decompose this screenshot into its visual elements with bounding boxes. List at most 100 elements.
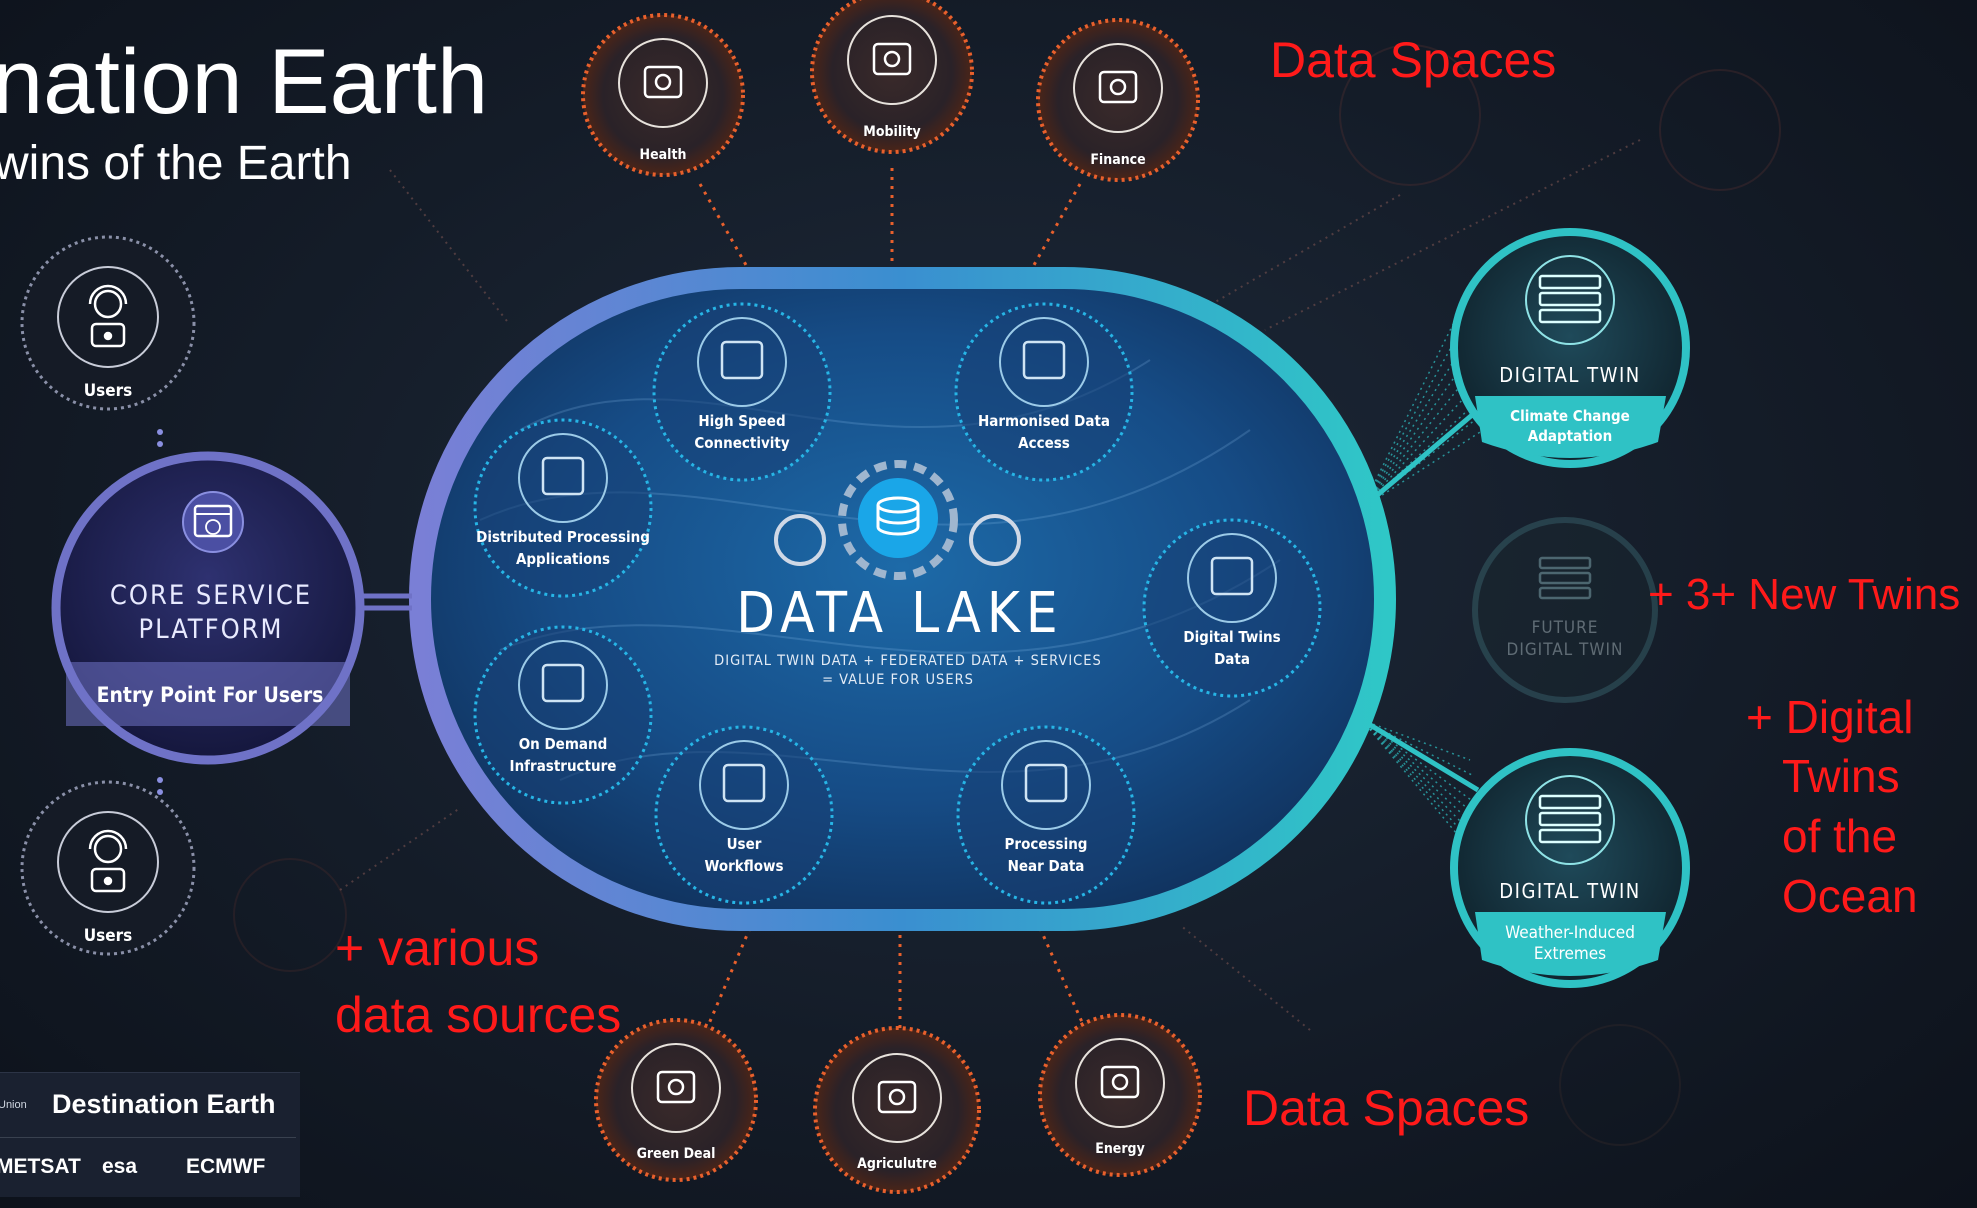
data-space-node[interactable]: Energy (1038, 1013, 1202, 1177)
data-lake-title: DATA LAKE (736, 581, 1063, 646)
server-icon (1538, 794, 1602, 844)
annotation-data-spaces-top: Data Spaces (1270, 32, 1557, 88)
users-links (157, 429, 163, 795)
data-space-node[interactable]: Mobility (810, 0, 974, 154)
background-decor (233, 44, 1781, 1146)
headset-user-icon (88, 829, 128, 893)
users-label: Users (84, 926, 133, 946)
medical-bag-icon (643, 65, 683, 99)
lake-service-label: Infrastructure (510, 757, 617, 775)
users-label: Users (84, 381, 133, 401)
logo-brand: Destination Earth (52, 1089, 276, 1119)
platform-title-2: PLATFORM (138, 614, 283, 645)
lake-service-label: Applications (516, 550, 610, 568)
lake-service-label: On Demand (519, 735, 608, 753)
plants-icon (877, 1080, 917, 1114)
annotation-sources-2: data sources (335, 987, 622, 1043)
logo-esa: esa (102, 1155, 138, 1178)
twin-title: DIGITAL TWIN (1499, 363, 1640, 387)
sliders-icon (722, 763, 766, 803)
lake-service-label: Data (1214, 650, 1250, 668)
connectors (698, 168, 1092, 1050)
location-pin-icon (1024, 763, 1068, 803)
lake-service-label: Near Data (1008, 857, 1085, 875)
server-icon (1538, 274, 1602, 324)
globe-hands-icon (656, 1070, 696, 1104)
annotation-sources-1: + various (335, 920, 540, 976)
faint-arrows (339, 139, 1641, 1031)
twin-title: DIGITAL TWIN (1499, 879, 1640, 903)
logo-eumetsat: METSAT (0, 1155, 81, 1178)
users-node[interactable]: Users (20, 780, 196, 956)
twin-subtitle-1: Weather-Induced (1505, 923, 1635, 943)
annotation-data-spaces-bottom: Data Spaces (1243, 1080, 1530, 1136)
lake-service-label: Distributed Processing (476, 528, 650, 546)
data-space-node[interactable]: Health (581, 13, 745, 177)
platform-title-1: CORE SERVICE (110, 580, 312, 611)
lake-service-label: High Speed (698, 412, 785, 430)
annotation-ocean-2: Twins (1782, 750, 1900, 802)
credit-card-icon (1098, 70, 1138, 104)
lock-gear-icon (1022, 340, 1066, 380)
database-gear-icon (774, 460, 1021, 580)
data-space-label: Green Deal (637, 1146, 716, 1162)
data-lake-line1: DIGITAL TWIN DATA + FEDERATED DATA + SER… (714, 653, 1102, 669)
data-space-node[interactable]: Green Deal (594, 1018, 758, 1182)
server-icon (1538, 556, 1592, 600)
digital-twin-climate[interactable]: DIGITAL TWIN Climate Change Adaptation (1450, 228, 1690, 468)
platform-subtitle: Entry Point For Users (97, 683, 324, 707)
search-nodes-icon (541, 456, 585, 496)
logo-ecmwf: ECMWF (186, 1155, 266, 1178)
data-space-label: Mobility (863, 124, 920, 140)
twin-future-2: DIGITAL TWIN (1507, 640, 1624, 660)
page-title: nation Earth (0, 31, 489, 133)
lake-service-label: Digital Twins (1183, 628, 1280, 646)
arrows-icon (872, 42, 912, 76)
folders-icon (541, 663, 585, 703)
logo-divider (0, 1137, 296, 1138)
annotation-ocean-1: + Digital (1746, 691, 1914, 743)
lightning-cycle-icon (1100, 1065, 1140, 1099)
data-space-node[interactable]: Finance (1036, 18, 1200, 182)
destination-earth-logo: Union Destination Earth METSAT esa ECMWF (0, 1072, 300, 1197)
page-subtitle: wins of the Earth (0, 137, 352, 190)
chevrons-up-icon (720, 340, 764, 380)
twin-subtitle-2: Extremes (1534, 944, 1606, 964)
platform-link (356, 593, 412, 611)
users-node[interactable]: Users (20, 235, 196, 411)
logo-union: Union (0, 1099, 27, 1111)
twin-future-1: FUTURE (1532, 618, 1599, 638)
data-space-label: Agriculutre (857, 1156, 937, 1172)
headset-user-icon (88, 284, 128, 348)
data-space-node[interactable]: Agriculutre (813, 1026, 981, 1194)
lake-service-label: Processing (1005, 835, 1088, 853)
digital-twin-future[interactable]: FUTURE DIGITAL TWIN (1472, 517, 1658, 703)
twin-subtitle-1: Climate Change (1510, 407, 1630, 425)
data-space-label: Energy (1095, 1141, 1145, 1157)
core-service-platform[interactable]: CORE SERVICE PLATFORM Entry Point For Us… (51, 451, 365, 765)
annotation-ocean-4: Ocean (1782, 870, 1918, 922)
lake-service-label: User (727, 835, 762, 853)
data-lake-center: DATA LAKE DIGITAL TWIN DATA + FEDERATED … (714, 460, 1102, 688)
browser-globe-icon (182, 491, 244, 553)
monitor-icon (1210, 556, 1254, 596)
digital-twin-weather[interactable]: DIGITAL TWIN Weather-Induced Extremes (1450, 748, 1690, 988)
data-lake-line2: = VALUE FOR USERS (822, 672, 974, 688)
annotation-ocean-3: of the (1782, 810, 1898, 862)
data-space-label: Health (640, 147, 687, 163)
twin-subtitle-2: Adaptation (1528, 427, 1612, 445)
lake-service-label: Workflows (704, 857, 783, 875)
lake-service-label: Connectivity (694, 434, 789, 452)
data-space-label: Finance (1090, 152, 1145, 168)
data-lake (409, 267, 1396, 931)
